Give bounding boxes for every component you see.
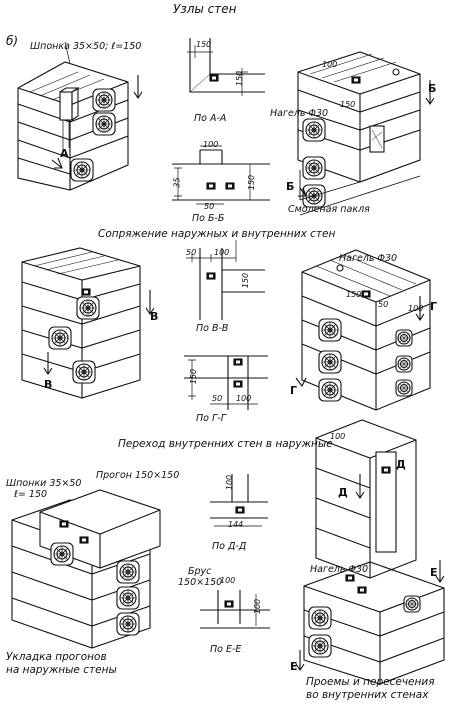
dim-100-ee-top: 100 [220,576,236,585]
dim-100-iso1: 100 [322,60,338,69]
dim-50-bb: 50 [204,202,215,211]
iso-column-d [315,419,417,579]
iso-node-b-right [297,51,435,216]
plan-d-d [210,474,268,527]
dim-100-iso2: 100 [408,304,424,313]
letter-b-top: Б [428,82,437,95]
dim-150-iso2: 150 [346,290,362,299]
label-progon: Прогон 150×150 [96,470,180,481]
letter-b-bottom: Б [286,180,295,193]
section-b-b-label: По Б-Б [192,213,225,224]
section-g-g-label: По Г-Г [196,413,226,424]
letter-a: А [60,147,69,160]
caption-right-1: Проемы и пересечения [306,676,435,688]
dim-100-vv: 100 [214,248,230,257]
iso-node-a-left [17,41,143,191]
iso-opening-e [295,560,445,685]
dim-150-gg: 150 [189,368,199,385]
caption-section-2: Переход внутренних стен в наружные [118,438,333,450]
dim-35: 35 [172,177,182,188]
dim-100-ee-side: 100 [253,598,263,615]
label-shponki-1: Шпонки 35×50 [6,478,82,489]
letter-d-right: Д [396,458,406,471]
dim-144: 144 [228,520,244,529]
dim-100-gg: 100 [236,394,252,403]
letter-g-bottom: Г [290,384,298,397]
dim-50-gg: 50 [212,394,223,403]
label-nagel-1: Нагель Φ30 [270,108,329,119]
dim-50-vv: 50 [186,248,197,257]
label-brus-2: 150×150 [178,577,223,588]
dim-100-col: 100 [330,432,346,441]
plan-a-a [187,38,265,96]
label-shponka: Шпонка 35×50; ℓ=150 [30,41,142,52]
dim-150-bb: 150 [247,174,257,191]
section-v-v-label: По В-В [196,323,229,334]
dim-150-top: 150 [196,40,212,49]
section-d-d-label: По Д-Д [212,541,247,552]
section-a-a-label: По А-А [194,113,227,124]
caption-section-1: Сопряжение наружных и внутренних стен [98,228,336,240]
dim-50-iso2: 50 [378,300,389,309]
label-brus-1: Брус [188,566,212,577]
iso-node-v-left [21,247,155,399]
letter-d-left: Д [338,486,348,499]
label-nagel-2: Нагель Φ30 [339,253,398,264]
letter-e-right: Е [430,566,438,579]
letter-v-bottom: В [44,378,53,391]
letter-v-right: В [150,310,159,323]
plan-e-e [200,590,270,629]
variant-label: б) [6,34,19,48]
dim-150-side: 150 [235,70,245,87]
letter-e-bottom: Е [290,660,298,673]
caption-right-2: во внутренних стенах [306,689,429,701]
caption-left-2: на наружные стены [6,664,117,676]
plan-g-g [184,355,268,410]
label-shponki-2: ℓ= 150 [14,489,48,500]
plan-b-b [172,145,270,205]
dim-150-iso1: 150 [340,100,356,109]
dim-100-bb: 100 [203,140,219,149]
page-title: Узлы стен [173,2,237,16]
dim-150-vv: 150 [241,272,251,289]
caption-left-1: Укладка прогонов [6,651,107,663]
iso-node-g-right [295,249,431,411]
label-pakla: Смоленая пакля [288,204,370,215]
iso-progon-left [11,489,161,649]
letter-g-right: Г [430,300,438,313]
label-nagel-3: Нагель Φ30 [310,564,369,575]
section-e-e-label: По Е-Е [210,644,242,655]
plan-v-v [186,240,265,320]
dim-100-dd: 100 [225,474,235,491]
